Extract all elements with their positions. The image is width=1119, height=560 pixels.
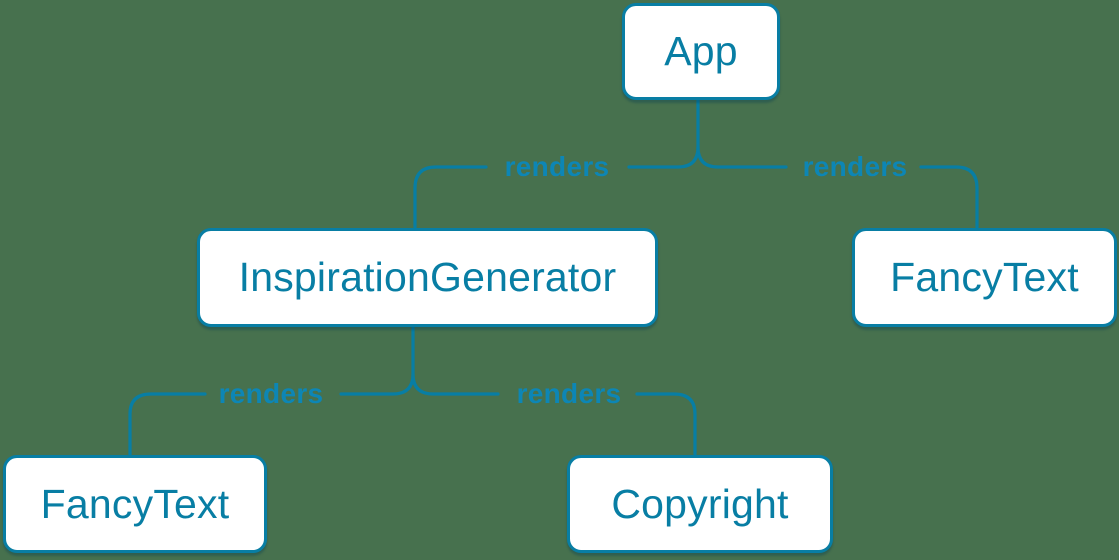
tree-node-copyright: Copyright	[567, 455, 833, 553]
edge-label-renders: renders	[504, 151, 610, 182]
tree-node-label: App	[664, 28, 738, 74]
edge-label-renders: renders	[516, 378, 622, 409]
tree-node-app: App	[622, 3, 780, 100]
edge-app-to-fancy-text	[696, 145, 979, 229]
tree-node-label: Copyright	[611, 480, 789, 527]
tree-node-inspiration-generator: InspirationGenerator	[197, 228, 658, 327]
tree-node-fancy-text: FancyText	[3, 455, 267, 553]
edge-inspiration-generator-to-copyright	[411, 372, 697, 456]
tree-node-fancy-text: FancyText	[852, 228, 1117, 327]
tree-node-label: FancyText	[40, 480, 230, 527]
tree-node-label: FancyText	[890, 254, 1079, 300]
tree-node-label: InspirationGenerator	[238, 254, 617, 300]
edge-label-renders: renders	[218, 378, 324, 409]
edge-label-renders: renders	[802, 151, 908, 182]
